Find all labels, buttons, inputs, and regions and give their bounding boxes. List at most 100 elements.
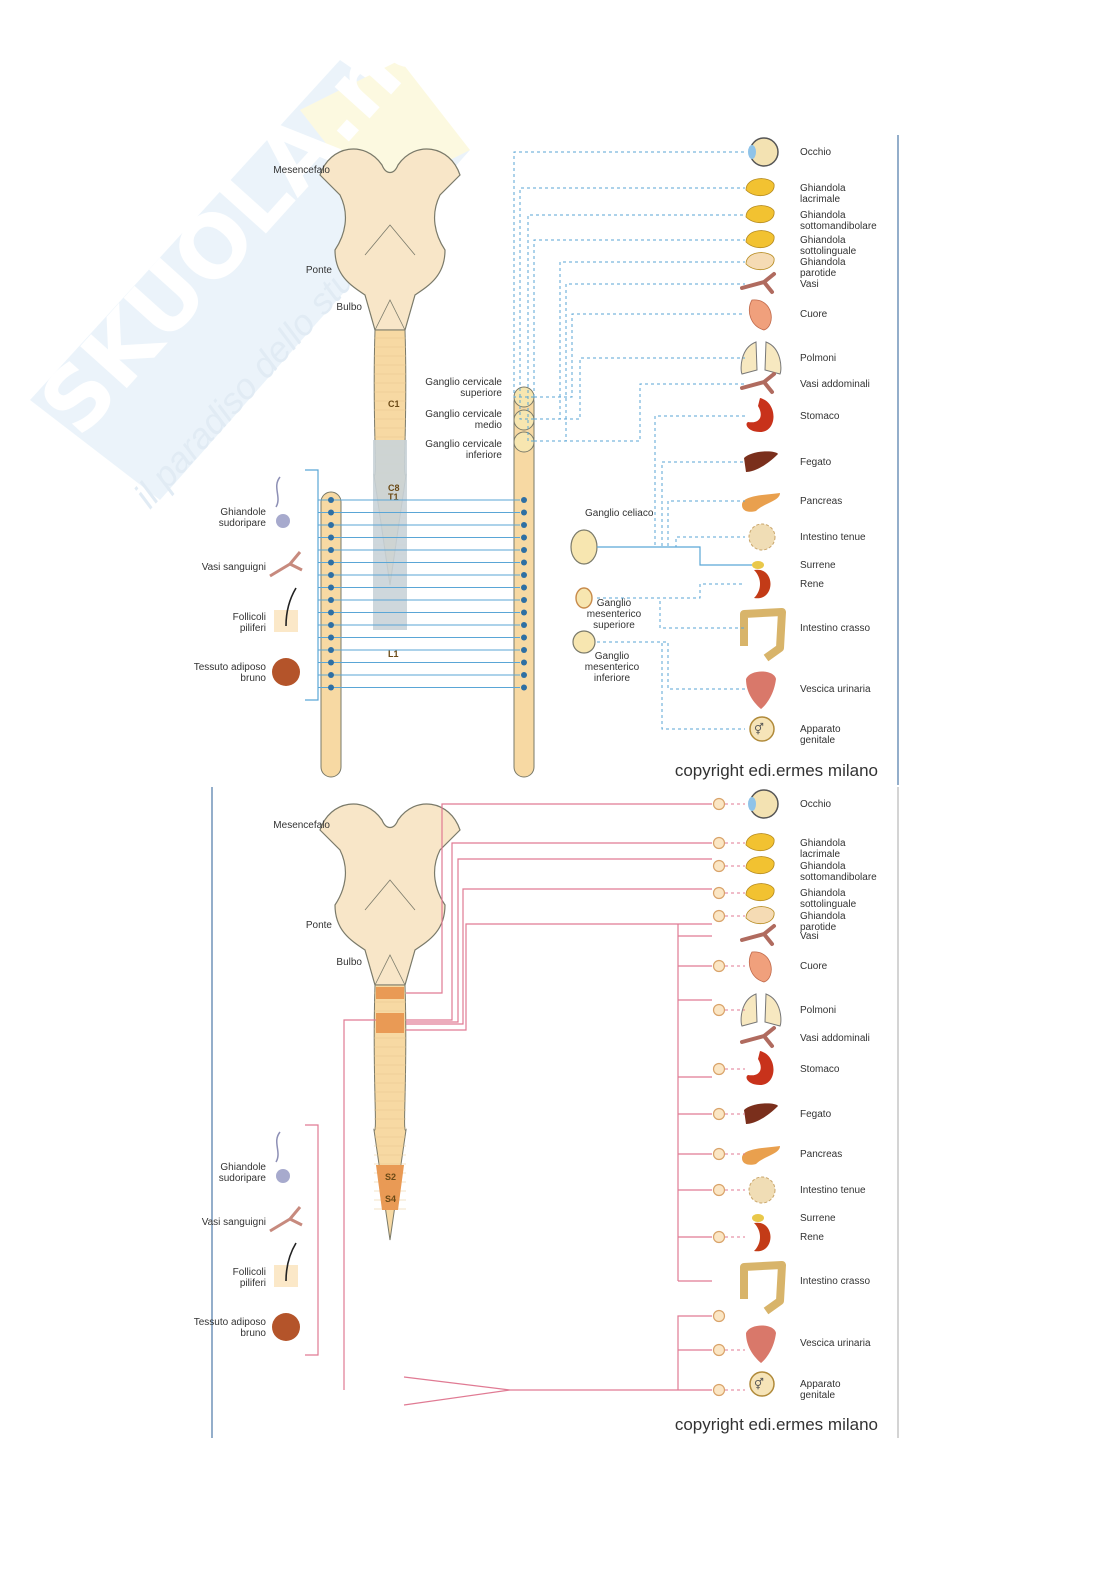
organ-surrene: Surrene xyxy=(752,560,836,571)
terminal-ganglion xyxy=(712,886,726,900)
postganglionic-fiber xyxy=(597,536,745,548)
bladder-icon xyxy=(746,1325,776,1363)
chain-ganglion-right xyxy=(521,672,527,678)
organ-label: Vescica urinaria xyxy=(800,684,871,695)
organ-vescica-urinaria: Vescica urinaria xyxy=(746,1325,871,1363)
postganglionic-fiber xyxy=(597,641,745,690)
stomach-icon xyxy=(746,1051,774,1085)
blood-vessel-icon xyxy=(269,551,303,578)
brainstem xyxy=(319,148,461,331)
terminal-ganglion xyxy=(712,1230,726,1244)
terminal-ganglion xyxy=(712,1383,726,1397)
cranial-parasympathetic-fiber xyxy=(406,858,712,1023)
small-intestine-icon xyxy=(748,523,776,551)
postganglionic-fiber xyxy=(597,415,745,548)
organ-vasi-addominali: Vasi addominali xyxy=(740,1026,870,1048)
organ-label: Intestino crasso xyxy=(800,1276,870,1287)
organ-label: Fegato xyxy=(800,1109,832,1120)
chain-ganglion-left xyxy=(328,509,334,516)
brown-fat-icon xyxy=(272,1313,300,1341)
chain-ganglion-left xyxy=(328,634,334,641)
organ-cuore: Cuore xyxy=(748,299,828,331)
postganglionic-fiber xyxy=(534,383,745,442)
hair-follicle-icon xyxy=(285,587,297,627)
genital-icon xyxy=(749,716,775,742)
liver-icon xyxy=(744,1103,778,1124)
organ-fegato: Fegato xyxy=(744,451,832,472)
organ-label: Intestino tenue xyxy=(800,1185,866,1196)
lungs-icon xyxy=(740,341,782,375)
celiac-ganglion xyxy=(570,529,598,565)
liver-icon xyxy=(744,451,778,472)
bladder-icon xyxy=(746,671,776,709)
heart-icon xyxy=(748,951,772,983)
chain-ganglion-left xyxy=(328,572,334,578)
inferior-mesenteric-ganglion xyxy=(572,630,596,654)
organ-label: Cuore xyxy=(800,309,828,320)
gland-icon xyxy=(745,178,775,197)
gland-icon xyxy=(745,230,775,249)
organ-stomaco: Stomaco xyxy=(746,398,840,432)
organ-label: Rene xyxy=(800,579,824,590)
postganglionic-fiber xyxy=(519,187,745,420)
cervical-ganglion xyxy=(513,409,535,431)
chain-ganglion-right xyxy=(521,509,527,516)
organ-vescica-urinaria: Vescica urinaria xyxy=(746,671,871,709)
gender-symbols-icon: ⚥ xyxy=(754,722,764,736)
terminal-ganglion xyxy=(712,1107,726,1121)
organ-label: Rene xyxy=(800,1232,824,1243)
cranial-parasympathetic-fiber xyxy=(406,803,712,994)
organ-rene: Rene xyxy=(754,1222,824,1252)
sacral-outflow xyxy=(376,1165,404,1210)
gland-icon xyxy=(745,205,775,224)
adrenal-icon xyxy=(752,1214,764,1222)
pancreas-icon xyxy=(742,1146,780,1165)
lungs-icon xyxy=(740,993,782,1027)
organ-label: Intestino crasso xyxy=(800,623,870,634)
chain-ganglion-right xyxy=(521,522,527,528)
segment-s2: S2 xyxy=(385,1172,396,1182)
copyright-text: copyright edi.ermes milano xyxy=(675,1415,878,1434)
copyright-text: copyright edi.ermes milano xyxy=(675,761,878,780)
segment-t1: T1 xyxy=(388,492,399,502)
postganglionic-fiber xyxy=(597,641,745,730)
terminal-ganglion xyxy=(712,1147,726,1161)
sweat-gland-coil-icon xyxy=(276,514,290,528)
terminal-ganglion xyxy=(712,859,726,873)
terminal-ganglion xyxy=(712,797,726,811)
organ-label: Stomaco xyxy=(800,411,840,422)
cornea-icon xyxy=(748,145,756,159)
organ-label: Surrene xyxy=(800,1213,836,1224)
organ-vasi: Vasi xyxy=(740,272,819,294)
sacral-pelvic-nerves xyxy=(403,1315,712,1406)
vessel-icon xyxy=(740,1026,776,1048)
chain-ganglion-right xyxy=(521,559,527,566)
label-ponte: Ponte xyxy=(306,265,333,276)
sweat-gland-icon xyxy=(275,476,281,508)
chain-ganglion-right xyxy=(521,547,527,553)
chain-ganglion-left xyxy=(328,559,334,566)
postganglionic-fiber xyxy=(597,583,745,599)
segment-s4: S4 xyxy=(385,1194,396,1204)
chain-ganglion-left xyxy=(328,522,334,528)
organ-intestino-crasso: Intestino crasso xyxy=(740,608,870,662)
parasympathetic-panel: MesencefaloPonteBulboS2S4OcchioGhiandola… xyxy=(194,789,878,1434)
organ-label: Vescica urinaria xyxy=(800,1338,871,1349)
chain-ganglion-right xyxy=(521,584,527,591)
terminal-ganglion xyxy=(712,836,726,850)
